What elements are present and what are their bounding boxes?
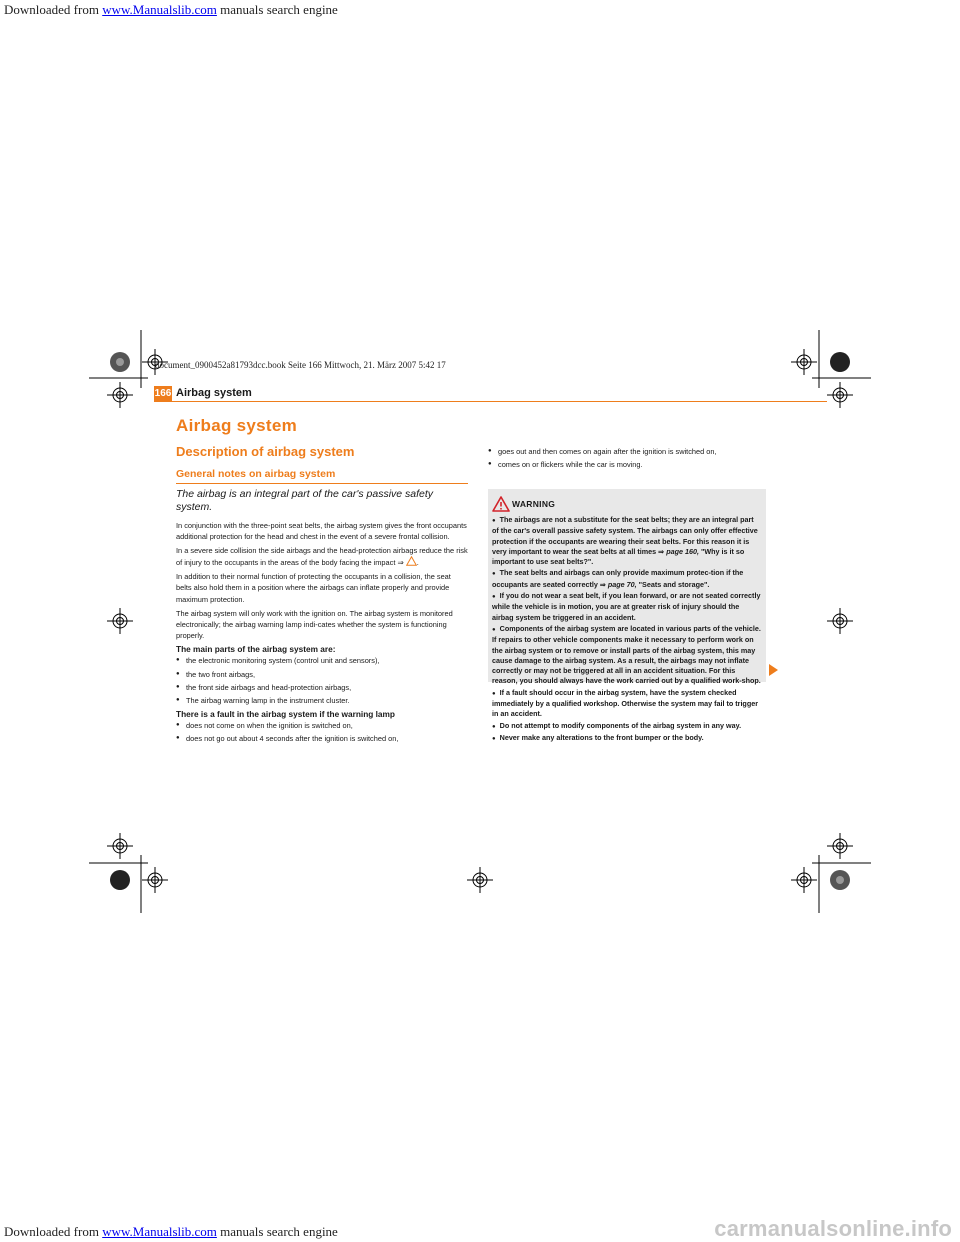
left-column: In conjunction with the three-point seat… <box>176 520 468 747</box>
paragraph-3: In addition to their normal function of … <box>176 572 451 604</box>
subsection-title: Description of airbag system <box>176 444 355 459</box>
list-item: the electronic monitoring system (contro… <box>176 655 468 666</box>
topic-title: General notes on airbag system <box>176 468 336 480</box>
warning-item: ●If you do not wear a seat belt, if you … <box>492 591 761 622</box>
topic-rule <box>176 483 468 484</box>
section-title: Airbag system <box>176 416 298 435</box>
main-parts-heading: The main parts of the airbag system are: <box>176 643 336 654</box>
warning-item: ●Do not attempt to modify components of … <box>492 720 742 730</box>
list-item: the two front airbags, <box>176 669 468 680</box>
list-item: goes out and then comes on again after t… <box>488 446 768 457</box>
fault-heading: There is a fault in the airbag system if… <box>176 708 395 719</box>
footer-brand: carmanualsonline.info <box>714 1216 952 1241</box>
paragraph-2: In a severe side collision the side airb… <box>176 546 468 568</box>
paragraph-1: In conjunction with the three-point seat… <box>176 521 467 542</box>
manualslib-link[interactable]: www.Manualslib.com <box>102 2 217 17</box>
warning-item: ●Components of the airbag system are loc… <box>492 623 761 686</box>
warning-item: ●The seat belts and airbags can only pro… <box>492 568 744 589</box>
list-item: does not come on when the ignition is sw… <box>176 720 468 731</box>
list-item: The airbag warning lamp in the instrumen… <box>176 695 468 706</box>
warning-body: ●The airbags are not a substitute for th… <box>492 515 762 745</box>
list-item: the front side airbags and head-protecti… <box>176 682 468 693</box>
warning-box: WARNING ●The airbags are not a substitut… <box>488 489 766 742</box>
continue-arrow-icon <box>769 664 778 676</box>
header-title: Airbag system <box>176 387 252 399</box>
intro-text: The airbag is an integral part of the ca… <box>176 488 434 513</box>
download-notice-bottom: Downloaded from www.Manualslib.com manua… <box>4 1224 338 1239</box>
warning-item: ●Never make any alterations to the front… <box>492 732 704 742</box>
warning-title: WARNING <box>512 499 556 509</box>
paragraph-4: The airbag system will only work with th… <box>176 608 453 640</box>
file-info: document_0900452a81793dcc.book Seite 166… <box>155 360 446 370</box>
warning-item: ●If a fault should occur in the airbag s… <box>492 687 759 719</box>
list-item: does not go out about 4 seconds after th… <box>176 733 468 744</box>
warning-item: ●The airbags are not a substitute for th… <box>492 515 758 567</box>
list-item: comes on or flickers while the car is mo… <box>488 459 768 470</box>
warning-triangle-icon <box>405 556 417 567</box>
download-notice-top: Downloaded from www.Manualslib.com manua… <box>4 2 338 17</box>
page-number: 166 <box>154 386 172 402</box>
header-rule <box>154 401 827 402</box>
manualslib-link-bottom[interactable]: www.Manualslib.com <box>102 1224 217 1239</box>
warning-triangle-icon <box>492 496 510 512</box>
right-column: goes out and then comes on again after t… <box>488 446 768 472</box>
